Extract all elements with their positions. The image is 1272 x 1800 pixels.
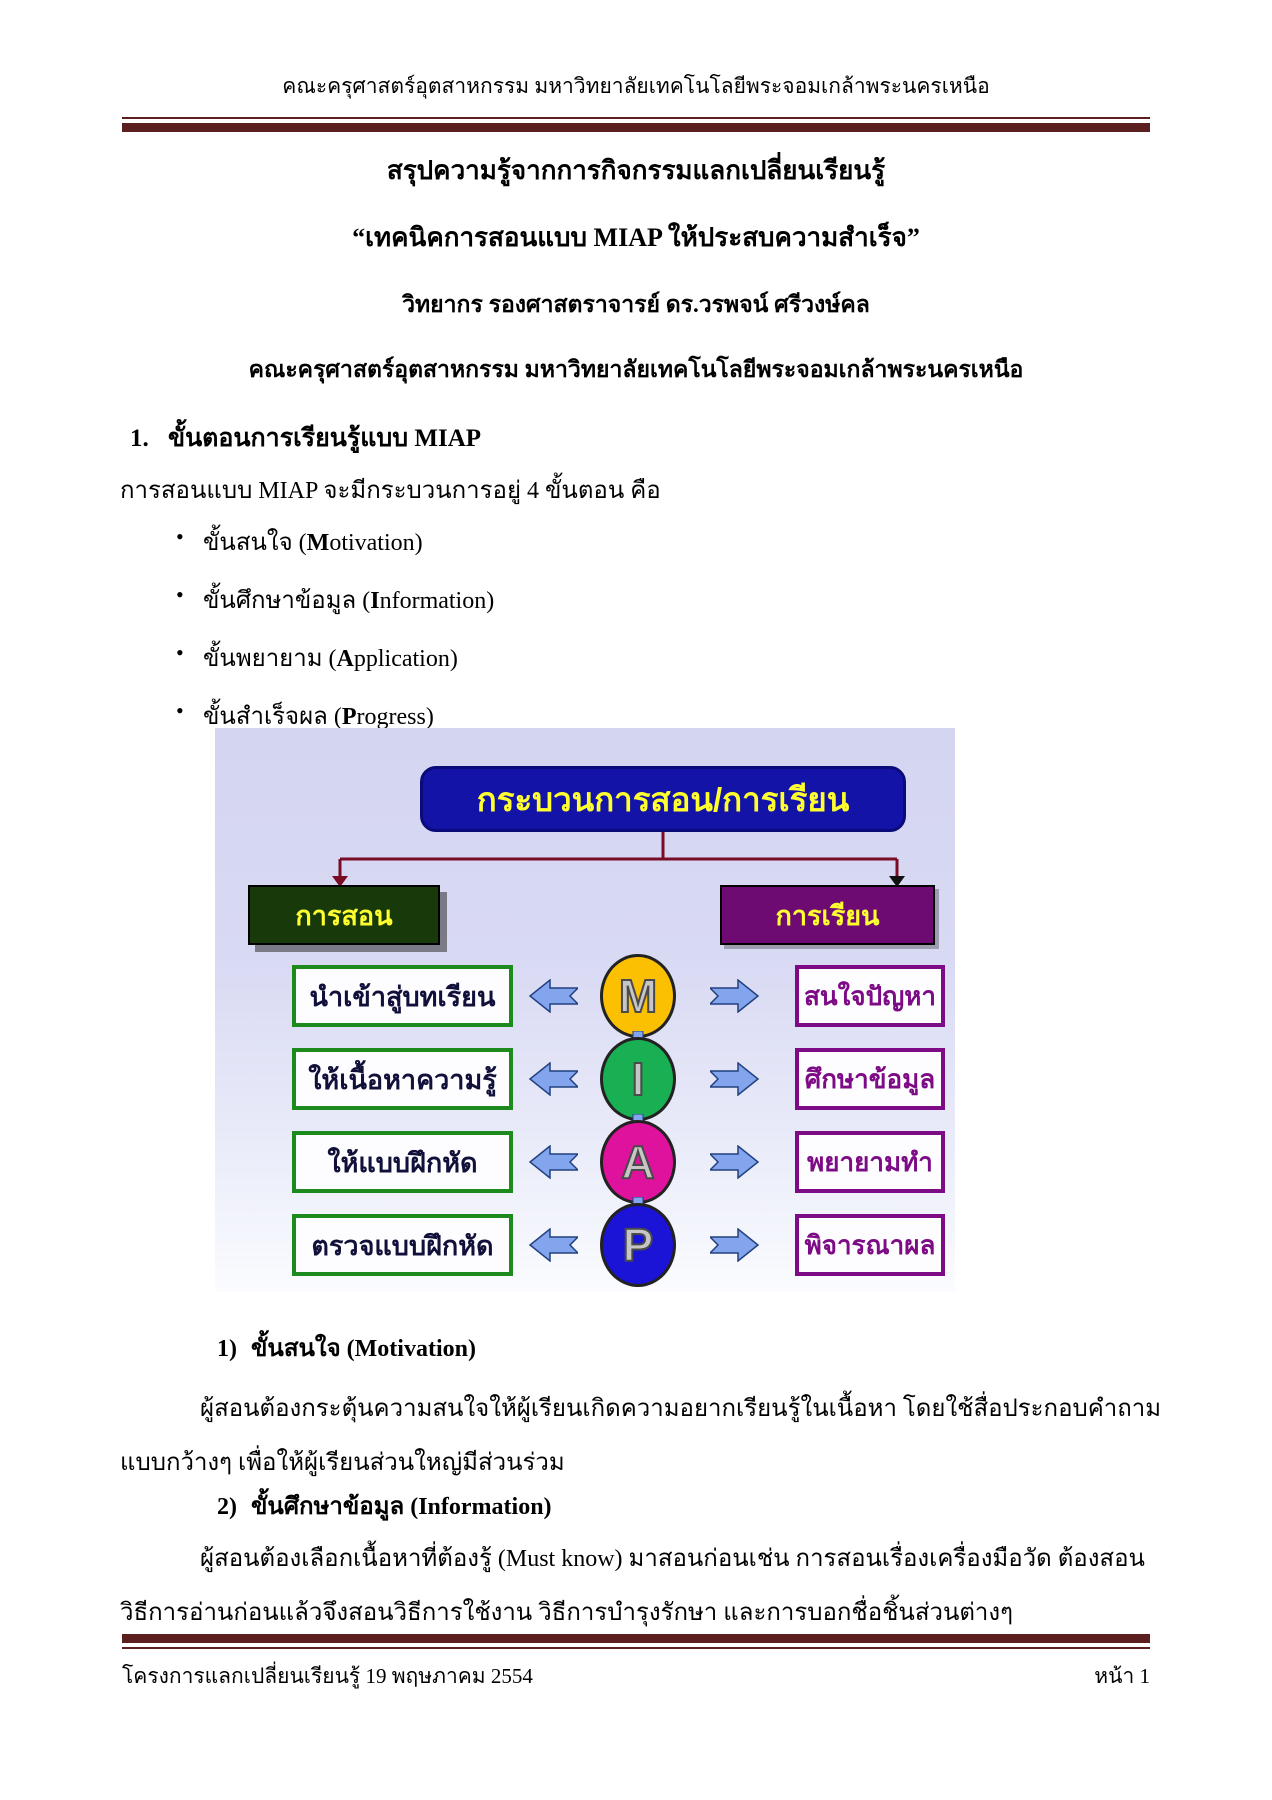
bullet-dot: •	[176, 582, 184, 607]
bullet-item: • ขั้นสนใจ (Motivation)	[0, 518, 1272, 576]
bullet-text: ขั้นพยายาม (Application)	[203, 646, 458, 672]
right-block-arrow-icon	[708, 1227, 760, 1263]
subsection-2-paragraph-line2: วิธีการอ่านก่อนแล้วจึงสอนวิธีการใช้งาน ว…	[120, 1600, 1014, 1626]
miap-letter-circle: M	[600, 954, 676, 1038]
miap-letter: M	[618, 970, 658, 1022]
learning-step-box: พิจารณาผล	[795, 1214, 945, 1276]
left-block-arrow-icon	[528, 1227, 580, 1263]
right-block-arrow-icon	[708, 978, 760, 1014]
learning-header-box: การเรียน	[720, 885, 935, 945]
teaching-step-box: ให้เนื้อหาความรู้	[292, 1048, 513, 1110]
footer-project-text: โครงการแลกเปลี่ยนเรียนรู้ 19 พฤษภาคม 255…	[122, 1664, 533, 1688]
bullet-dot: •	[176, 524, 184, 549]
doc-title-faculty: คณะครุศาสตร์อุตสาหกรรม มหาวิทยาลัยเทคโนโ…	[248, 357, 1024, 382]
header-rule-thin-line	[122, 117, 1150, 119]
bullet-dot: •	[176, 640, 184, 665]
learning-step-box: พยายามทำ	[795, 1131, 945, 1193]
left-block-arrow-icon	[528, 1144, 580, 1180]
footer-rule-thick-line	[122, 1634, 1150, 1643]
miap-letter: P	[622, 1219, 655, 1271]
subsection-1-paragraph-line2: แบบกว้างๆ เพื่อให้ผู้เรียนส่วนใหญ่มีส่วน…	[120, 1450, 565, 1476]
bullet-dot: •	[176, 698, 184, 723]
subsection-1-title: ขั้นสนใจ (Motivation)	[251, 1336, 476, 1362]
bullet-item: • ขั้นศึกษาข้อมูล (Information)	[0, 576, 1272, 634]
bullet-item: • ขั้นพยายาม (Application)	[0, 634, 1272, 692]
subsection-2-heading: 2) ขั้นศึกษาข้อมูล (Information)	[217, 1486, 552, 1525]
miap-letter-circle: P	[600, 1203, 676, 1287]
left-block-arrow-icon	[528, 1061, 580, 1097]
bullet-text: ขั้นสนใจ (Motivation)	[203, 530, 423, 556]
footer-page-number: หน้า 1	[1094, 1664, 1150, 1688]
teaching-step-box: ให้แบบฝึกหัด	[292, 1131, 513, 1193]
subsection-2-number: 2)	[217, 1494, 237, 1520]
subsection-1-paragraph-line1: ผู้สอนต้องกระตุ้นความสนใจให้ผู้เรียนเกิด…	[200, 1396, 1162, 1422]
subsection-2-paragraph-line1: ผู้สอนต้องเลือกเนื้อหาที่ต้องรู้ (Must k…	[200, 1546, 1145, 1572]
miap-letter: I	[631, 1053, 646, 1105]
miap-letter-circle: I	[600, 1037, 676, 1121]
miap-letter-circle: A	[600, 1120, 676, 1204]
bullet-text: ขั้นศึกษาข้อมูล (Information)	[203, 588, 495, 614]
left-block-arrow-icon	[528, 978, 580, 1014]
subsection-2-title: ขั้นศึกษาข้อมูล (Information)	[251, 1494, 552, 1520]
miap-process-diagram: กระบวนการสอน/การเรียน การสอน การเรียน นำ…	[215, 728, 955, 1292]
doc-title-line2: “เทคนิคการสอนแบบ MIAP ให้ประสบความสำเร็จ…	[352, 223, 920, 252]
doc-title-line1: สรุปความรู้จากการกิจกรรมแลกเปลี่ยนเรียนร…	[386, 156, 886, 185]
subsection-1-heading: 1) ขั้นสนใจ (Motivation)	[217, 1328, 476, 1367]
right-block-arrow-icon	[708, 1144, 760, 1180]
running-header-text: คณะครุศาสตร์อุตสาหกรรม มหาวิทยาลัยเทคโนโ…	[282, 74, 990, 98]
footer-rule	[122, 1634, 1150, 1649]
bullet-item: • ขั้นสำเร็จผล (Progress)	[0, 692, 1272, 750]
teaching-header-box: การสอน	[248, 885, 440, 945]
learning-step-box: สนใจปัญหา	[795, 965, 945, 1027]
doc-title-speaker: วิทยากร รองศาสตราจารย์ ดร.วรพจน์ ศรีวงษ์…	[402, 292, 870, 317]
bullet-list: • ขั้นสนใจ (Motivation) • ขั้นศึกษาข้อมู…	[0, 518, 1272, 750]
section-heading: 1. ขั้นตอนการเรียนรู้แบบ MIAP	[130, 418, 481, 458]
teaching-step-box: ตรวจแบบฝึกหัด	[292, 1214, 513, 1276]
learning-step-box: ศึกษาข้อมูล	[795, 1048, 945, 1110]
bullet-text: ขั้นสำเร็จผล (Progress)	[203, 704, 434, 730]
right-block-arrow-icon	[708, 1061, 760, 1097]
subsection-1-number: 1)	[217, 1336, 237, 1362]
header-rule	[122, 117, 1150, 132]
running-footer: โครงการแลกเปลี่ยนเรียนรู้ 19 พฤษภาคม 255…	[122, 1660, 1150, 1693]
header-rule-thick-line	[122, 123, 1150, 132]
miap-letter: A	[620, 1136, 655, 1188]
section-number: 1.	[130, 425, 149, 452]
footer-rule-thin-line	[122, 1647, 1150, 1649]
section-heading-text: ขั้นตอนการเรียนรู้แบบ MIAP	[168, 425, 482, 452]
teaching-step-box: นำเข้าสู่บทเรียน	[292, 965, 513, 1027]
section-intro-paragraph: การสอนแบบ MIAP จะมีกระบวนการอยู่ 4 ขั้นต…	[120, 478, 661, 504]
diagram-title-box: กระบวนการสอน/การเรียน	[420, 766, 906, 832]
